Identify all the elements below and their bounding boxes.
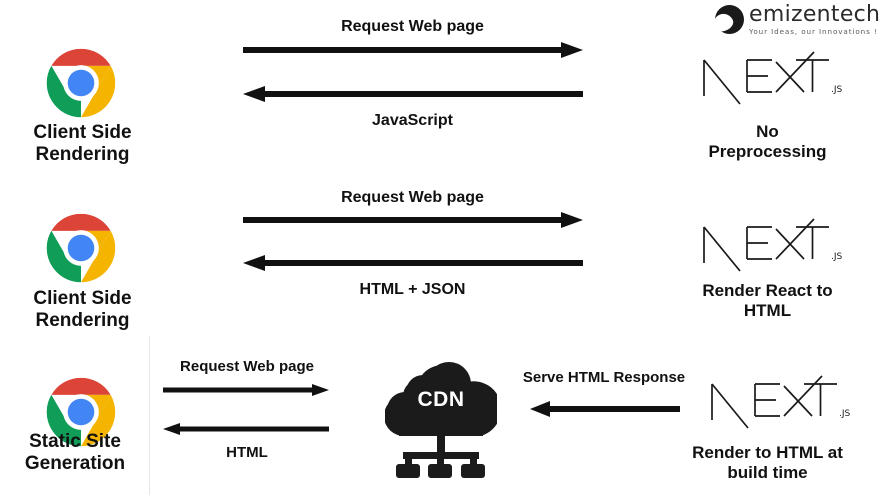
row-ssr-arrow-label-request: Request Web page: [341, 189, 484, 206]
brand-logo: e emizentech Your Ideas, our Innovations…: [710, 2, 880, 38]
caption-line-2: Generation: [24, 453, 126, 475]
row-csr-1-server-caption: No Preprocessing: [675, 122, 860, 162]
emizentech-e-logo-icon: e: [710, 4, 745, 36]
row-ssr-client-caption: Client Side Rendering: [0, 288, 165, 333]
chrome-browser-icon: [46, 48, 116, 118]
nextjs-logo-suffix: .JS: [831, 252, 842, 262]
row-ssg-cdn-arrow-label: Serve HTML Response: [522, 369, 686, 386]
caption-line-1: Static Site: [29, 431, 121, 452]
row-ssr-arrow-label-html-json: HTML + JSON: [359, 281, 466, 298]
row-ssg-arrow-label-html: HTML: [226, 444, 268, 461]
row-csr-1-arrow-label-javascript: JavaScript: [372, 112, 453, 129]
row-ssg-arrow-left: [163, 423, 329, 435]
nextjs-logo-suffix: .JS: [831, 85, 842, 95]
cdn-cloud-icon: CDN: [383, 358, 502, 480]
nextjs-logo-icon: .JS: [703, 218, 842, 272]
nextjs-logo-icon: .JS: [703, 51, 842, 105]
caption-line-1: Client Side: [33, 288, 132, 309]
row-ssr-server-caption: Render React to HTML: [670, 281, 865, 321]
chrome-browser-icon: [46, 377, 116, 447]
vertical-divider: [149, 336, 150, 495]
caption-line-1: No: [756, 122, 779, 141]
nextjs-logo-icon: .JS: [711, 375, 850, 429]
nextjs-logo-suffix: .JS: [839, 409, 850, 419]
caption-line-2: build time: [727, 463, 808, 483]
caption-line-2: HTML: [743, 301, 792, 321]
row-ssg-cdn-arrow-left: [530, 401, 680, 417]
caption-line-2: Rendering: [35, 310, 130, 332]
chrome-browser-icon: [46, 213, 116, 283]
row-ssg-client-caption: Static Site Generation: [0, 431, 150, 476]
caption-line-1: Client Side: [33, 122, 132, 143]
caption-line-2: Preprocessing: [708, 142, 827, 162]
row-ssg-server-caption: Render to HTML at build time: [660, 443, 875, 483]
brand-tagline: Your Ideas, our Innovations !: [749, 27, 878, 37]
row-csr-1-arrow-left: [243, 86, 583, 102]
row-csr-1-arrow-right: [243, 42, 583, 58]
caption-line-1: Render React to: [702, 281, 833, 300]
row-csr-1-client-caption: Client Side Rendering: [0, 122, 165, 167]
row-ssg-arrow-right: [163, 384, 329, 396]
row-ssr-arrow-left: [243, 255, 583, 271]
row-ssr-arrow-right: [243, 212, 583, 228]
row-ssg-arrow-label-request: Request Web page: [180, 358, 314, 375]
brand-name: emizentech: [749, 2, 880, 28]
caption-line-1: Render to HTML at: [692, 443, 843, 462]
caption-line-2: Rendering: [35, 144, 130, 166]
row-csr-1-arrow-label-request: Request Web page: [341, 18, 484, 35]
